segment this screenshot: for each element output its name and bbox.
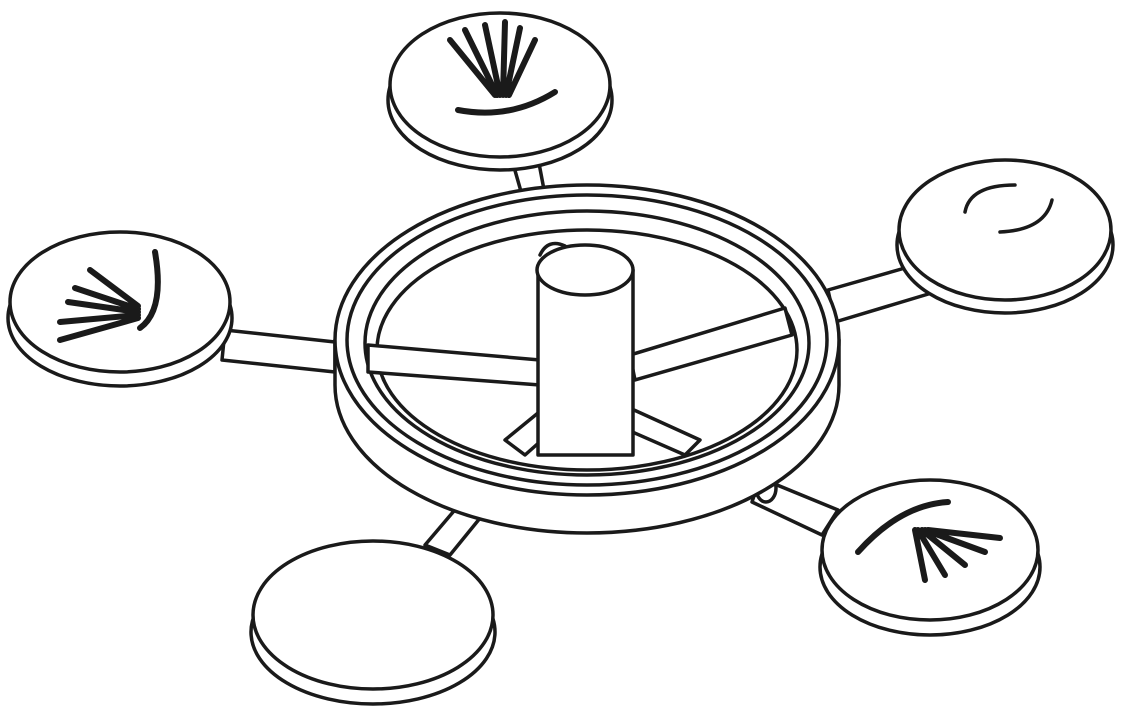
- pod-left: [6, 230, 234, 388]
- pod-top: [386, 11, 614, 172]
- pod-bottom-left: [249, 539, 497, 706]
- central-post: [535, 241, 635, 457]
- pod-right: [895, 158, 1115, 315]
- arm-left: [220, 328, 337, 374]
- pod-bottom-right: [818, 478, 1042, 637]
